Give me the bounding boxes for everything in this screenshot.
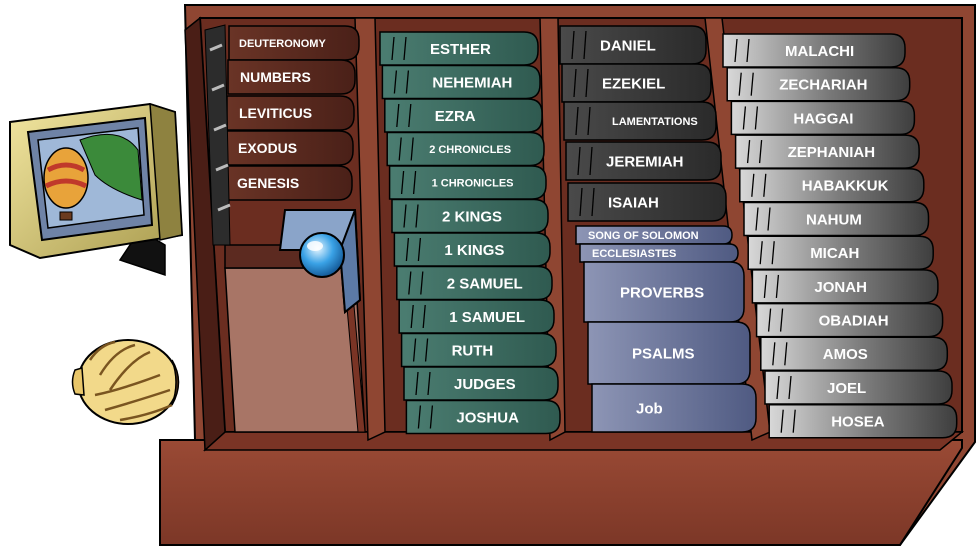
book-job[interactable]: Job (592, 384, 756, 432)
book-label: DANIEL (600, 37, 656, 54)
book-malachi[interactable]: MALACHI (723, 34, 905, 67)
book-label: ISAIAH (608, 194, 659, 211)
book-2-chronicles[interactable]: 2 CHRONICLES (387, 133, 544, 166)
book-label: MICAH (810, 245, 859, 262)
book-label: JUDGES (454, 376, 516, 393)
book-ezekiel[interactable]: EZEKIEL (562, 64, 711, 102)
book-label: 1 SAMUEL (449, 309, 525, 326)
book-label: AMOS (823, 346, 868, 363)
book-nehemiah[interactable]: NEHEMIAH (382, 66, 540, 99)
book-label: NEHEMIAH (432, 74, 512, 91)
vase-icon (73, 340, 179, 424)
book-label: ZEPHANIAH (788, 144, 876, 161)
book-1-kings[interactable]: 1 KINGS (394, 233, 550, 266)
book-label: PSALMS (632, 345, 695, 362)
history-books-group: ESTHER NEHEMIAH EZRA 2 CHRONICLES 1 CHRONICL… (380, 32, 560, 434)
book-label: ECCLESIASTES (592, 248, 676, 260)
book-1-chronicles[interactable]: 1 CHRONICLES (390, 166, 546, 199)
book-ezra[interactable]: EZRA (385, 99, 542, 132)
book-judges[interactable]: JUDGES (404, 367, 558, 400)
book-ruth[interactable]: RUTH (402, 334, 556, 367)
book-label: JOSHUA (456, 409, 519, 426)
book-label: OBADIAH (819, 313, 889, 330)
book-label: PROVERBS (620, 284, 704, 301)
book-leviticus[interactable]: LEVITICUS (227, 96, 354, 130)
book-label: 1 CHRONICLES (432, 177, 514, 189)
book-label: MALACHI (785, 43, 854, 60)
book-label: LEVITICUS (239, 105, 312, 121)
book-jeremiah[interactable]: JEREMIAH (566, 142, 721, 180)
book-label: HABAKKUK (802, 178, 889, 195)
book-ecclesiastes[interactable]: ECCLESIASTES (580, 244, 738, 262)
book-label: JOEL (827, 380, 866, 397)
book-label: 2 SAMUEL (447, 275, 523, 292)
book-numbers[interactable]: NUMBERS (228, 60, 355, 94)
book-label: EZRA (435, 108, 476, 125)
book-label: ESTHER (430, 41, 491, 58)
book-exodus[interactable]: EXODUS (226, 131, 353, 165)
book-1-samuel[interactable]: 1 SAMUEL (399, 300, 554, 333)
balloon-icon (44, 148, 88, 208)
book-label: 2 CHRONICLES (429, 144, 511, 156)
book-genesis[interactable]: GENESIS (225, 166, 352, 200)
book-jonah[interactable]: JONAH (752, 270, 938, 303)
book-haggai[interactable]: HAGGAI (731, 101, 914, 134)
book-label: 1 KINGS (444, 242, 504, 259)
book-amos[interactable]: AMOS (761, 337, 948, 370)
book-joshua[interactable]: JOSHUA (406, 401, 560, 434)
book-song-of-solomon[interactable]: SONG OF SOLOMON (576, 226, 732, 244)
hot-air-balloon-picture (10, 104, 182, 275)
book-zephaniah[interactable]: ZEPHANIAH (736, 135, 920, 168)
book-obadiah[interactable]: OBADIAH (757, 304, 943, 337)
book-label: SONG OF SOLOMON (588, 230, 699, 242)
book-nahum[interactable]: NAHUM (744, 203, 929, 236)
book-label: RUTH (452, 342, 494, 359)
book-esther[interactable]: ESTHER (380, 32, 538, 65)
book-joel[interactable]: JOEL (765, 371, 952, 404)
book-spine (592, 384, 756, 432)
book-2-samuel[interactable]: 2 SAMUEL (397, 267, 552, 300)
book-label: ZECHARIAH (779, 77, 867, 94)
book-hosea[interactable]: HOSEA (769, 405, 957, 438)
book-habakkuk[interactable]: HABAKKUK (740, 169, 924, 202)
book-deuteronomy[interactable]: DEUTERONOMY (229, 26, 359, 60)
book-isaiah[interactable]: ISAIAH (568, 183, 726, 221)
book-label: HAGGAI (793, 110, 853, 127)
book-proverbs[interactable]: PROVERBS (584, 262, 744, 322)
book-daniel[interactable]: DANIEL (560, 26, 706, 64)
book-label: NUMBERS (240, 69, 311, 85)
book-label: GENESIS (237, 175, 299, 191)
book-label: EXODUS (238, 140, 297, 156)
book-label: JONAH (814, 279, 867, 296)
book-label: LAMENTATIONS (612, 116, 698, 128)
book-label: 2 KINGS (442, 208, 502, 225)
book-psalms[interactable]: PSALMS (588, 322, 750, 384)
major-prophets-books-group: DANIEL EZEKIEL LAMENTATIONS JEREMIAH ISAIAH (560, 26, 726, 221)
book-2-kings[interactable]: 2 KINGS (392, 200, 548, 233)
book-micah[interactable]: MICAH (748, 236, 933, 269)
book-label: NAHUM (806, 211, 862, 228)
book-label: JEREMIAH (606, 153, 684, 170)
book-zechariah[interactable]: ZECHARIAH (727, 68, 910, 101)
book-label: EZEKIEL (602, 75, 665, 92)
book-label: DEUTERONOMY (239, 38, 326, 50)
poetry-books-group: SONG OF SOLOMON ECCLESIASTES PROVERBS PSALM… (576, 226, 756, 432)
book-label: HOSEA (831, 414, 885, 431)
book-label: Job (636, 400, 663, 417)
book-lamentations[interactable]: LAMENTATIONS (564, 102, 716, 140)
bookcase-front (160, 440, 962, 545)
law-books-group: DEUTERONOMY NUMBERS LEVITICUS EXODUS GENESIS (225, 26, 359, 200)
